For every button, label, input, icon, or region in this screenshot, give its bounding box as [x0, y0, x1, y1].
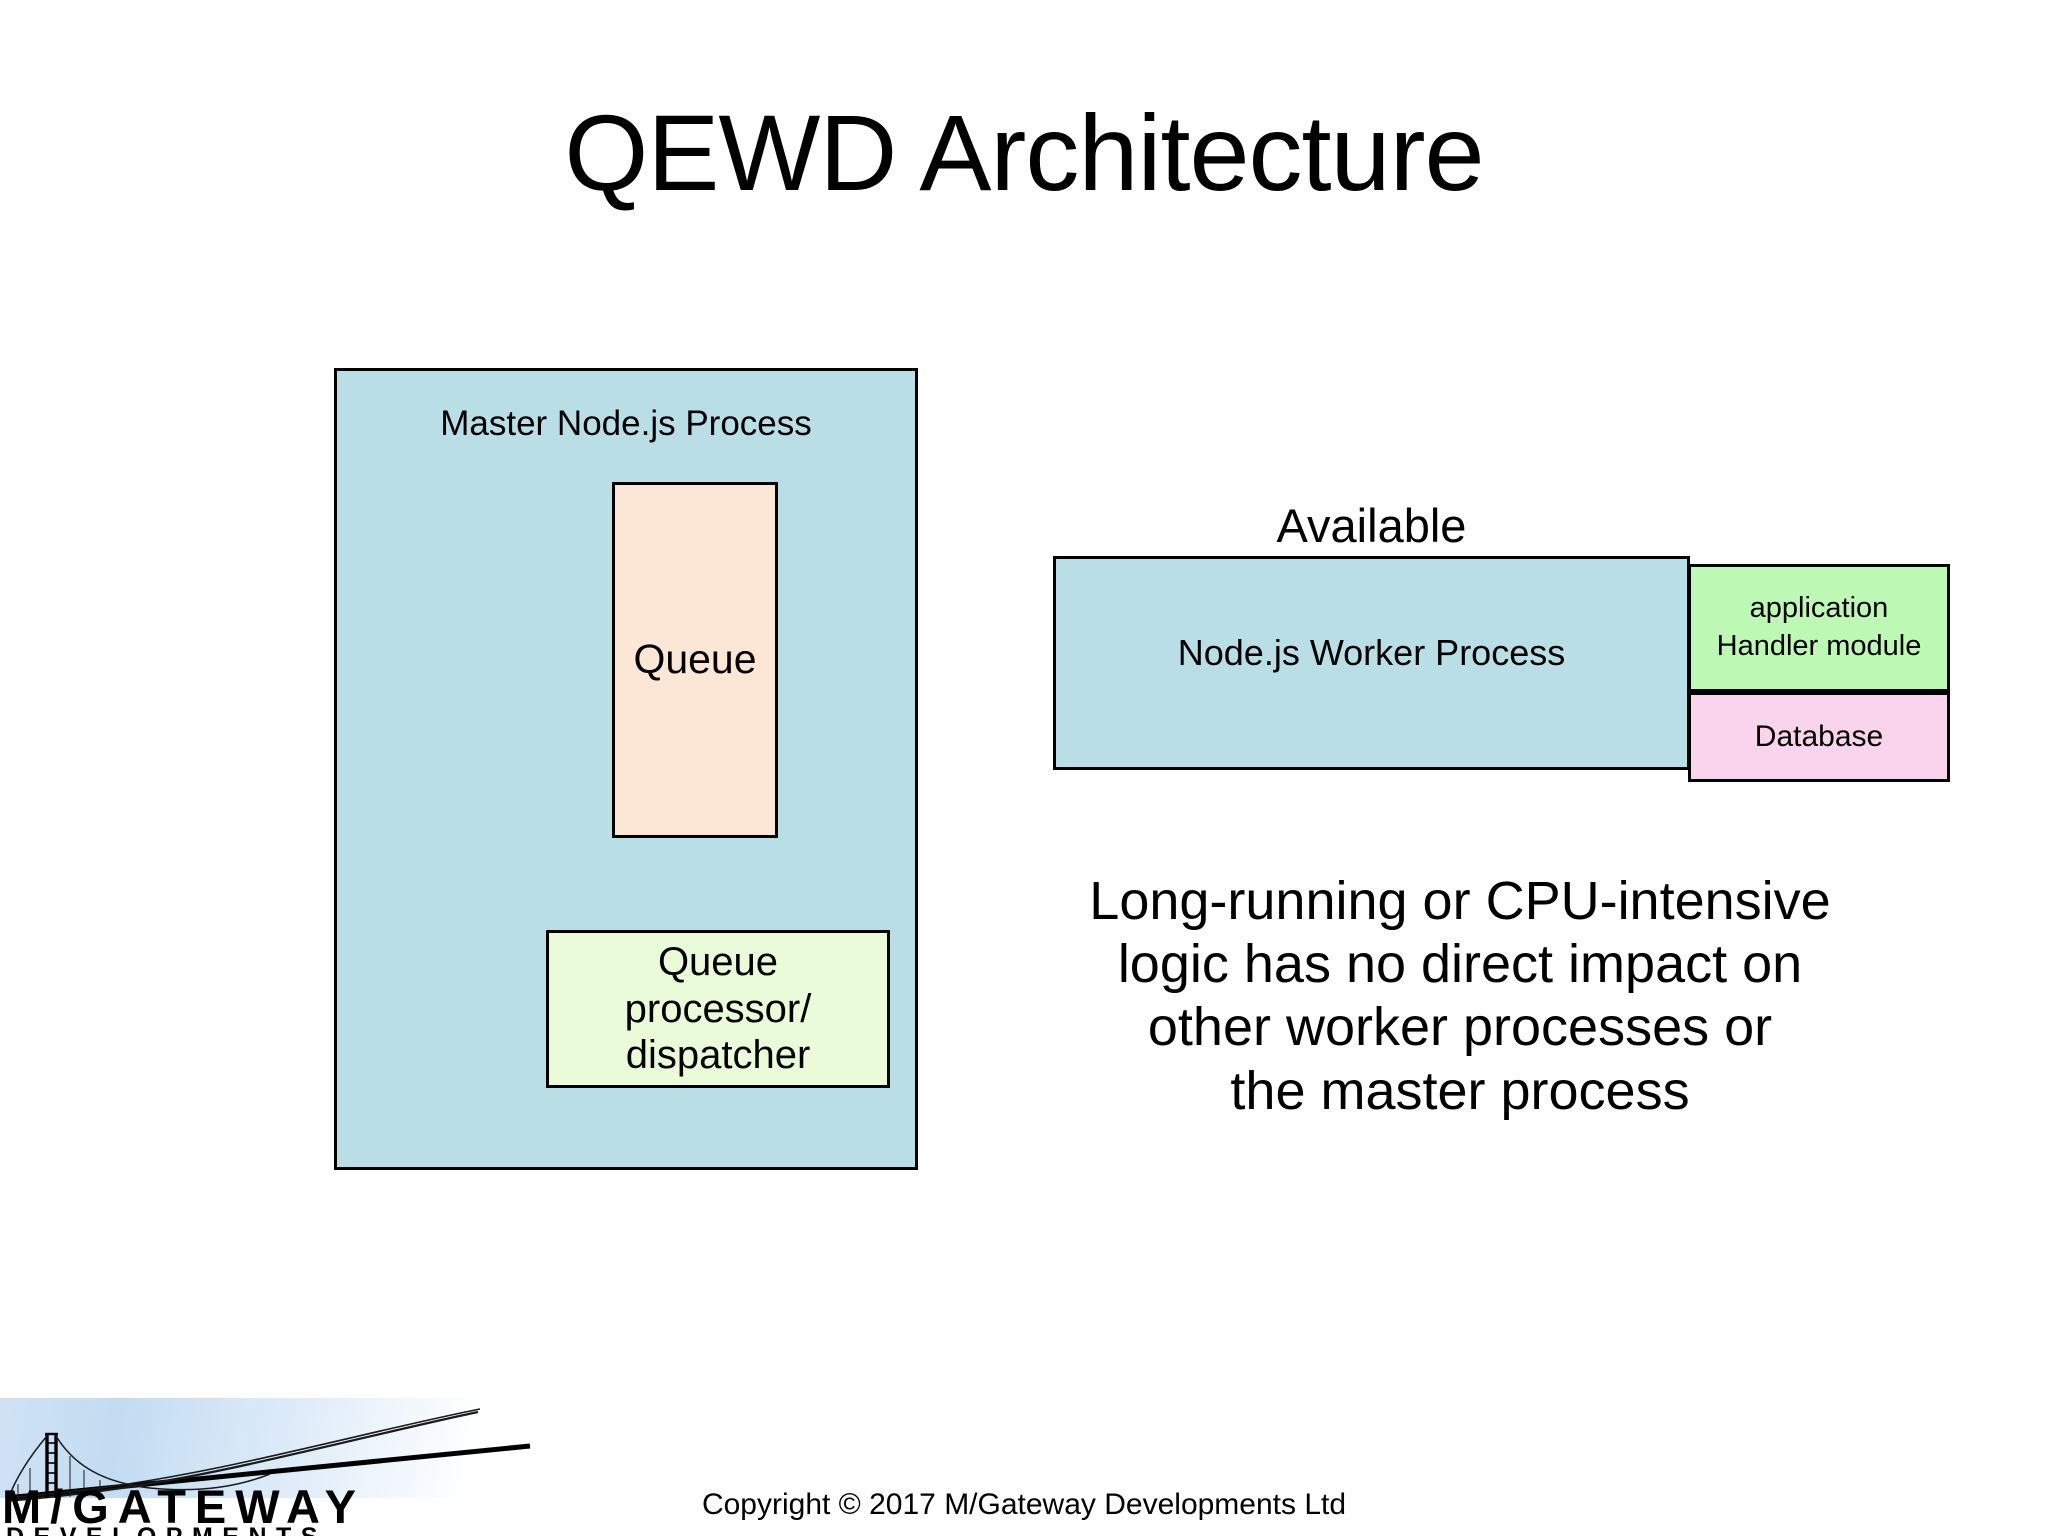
queue-box: Queue: [612, 482, 778, 838]
logo-subwordmark: DEVELOPMENTS: [6, 1525, 536, 1536]
mgateway-logo: M/GATEWAY DEVELOPMENTS: [0, 1398, 536, 1536]
database-box: Database: [1688, 692, 1950, 782]
page-title: QEWD Architecture: [564, 92, 1484, 213]
worker-status-caption: Available: [1276, 499, 1467, 552]
logo-background: [0, 1398, 536, 1498]
queue-dispatcher-box: Queue processor/ dispatcher: [546, 930, 890, 1088]
worker-process-label: Node.js Worker Process: [1177, 632, 1566, 673]
application-handler-module-box: application Handler module: [1688, 564, 1950, 692]
copyright-notice: Copyright © 2017 M/Gateway Developments …: [701, 1488, 1347, 1521]
logo-wordmark: M/GATEWAY: [2, 1480, 366, 1533]
queue-label: Queue: [633, 636, 757, 683]
suspension-bridge-icon: [5, 1408, 531, 1503]
application-handler-module-label: application Handler module: [1716, 592, 1922, 662]
master-process-label: Master Node.js Process: [440, 404, 812, 443]
worker-process-box: Node.js Worker Process: [1053, 556, 1690, 770]
body-paragraph: Long-running or CPU-intensive logic has …: [1089, 871, 1831, 1121]
queue-dispatcher-label: Queue processor/ dispatcher: [624, 940, 812, 1078]
database-label: Database: [1754, 720, 1884, 753]
